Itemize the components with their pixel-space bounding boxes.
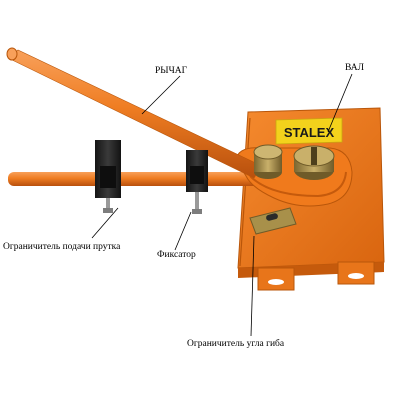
brand-plate: STALEX — [275, 117, 343, 145]
angle-stop-plate — [249, 207, 297, 235]
pointer-shaft — [327, 73, 353, 133]
label-lever: РЫЧАГ — [155, 66, 188, 76]
workpiece-rod — [8, 172, 276, 186]
shaft-pin — [293, 145, 335, 180]
label-feed-stop: Ограничитель подачи прутка — [3, 242, 121, 252]
label-shaft: ВАЛ — [345, 63, 365, 73]
lever-arm — [6, 47, 263, 179]
feed-stop-clamp — [95, 140, 121, 213]
label-angle-stop: Ограничитель угла гиба — [187, 339, 285, 349]
pointer-lever — [141, 75, 181, 115]
brand-logo: STALEX — [284, 125, 335, 140]
pointer-feed-stop — [91, 207, 119, 239]
roller-pin — [253, 144, 283, 179]
pointer-fixator — [174, 211, 192, 251]
fixator-clamp — [186, 150, 208, 214]
pointer-angle-stop — [250, 235, 255, 337]
label-fixator: Фиксатор — [157, 250, 196, 260]
pointer-lines — [91, 73, 353, 337]
